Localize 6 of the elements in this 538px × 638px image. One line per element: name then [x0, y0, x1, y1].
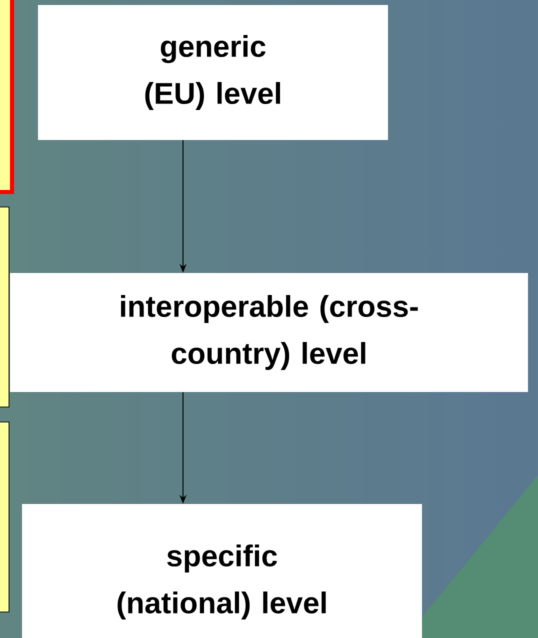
level-box: interoperable (cross-country) level: [10, 273, 528, 392]
side-box: [0, 206, 10, 408]
level-box: specific (national) level: [22, 504, 422, 638]
level-box: generic (EU) level: [38, 5, 388, 140]
side-box: [0, 0, 14, 194]
side-box: [0, 422, 10, 612]
